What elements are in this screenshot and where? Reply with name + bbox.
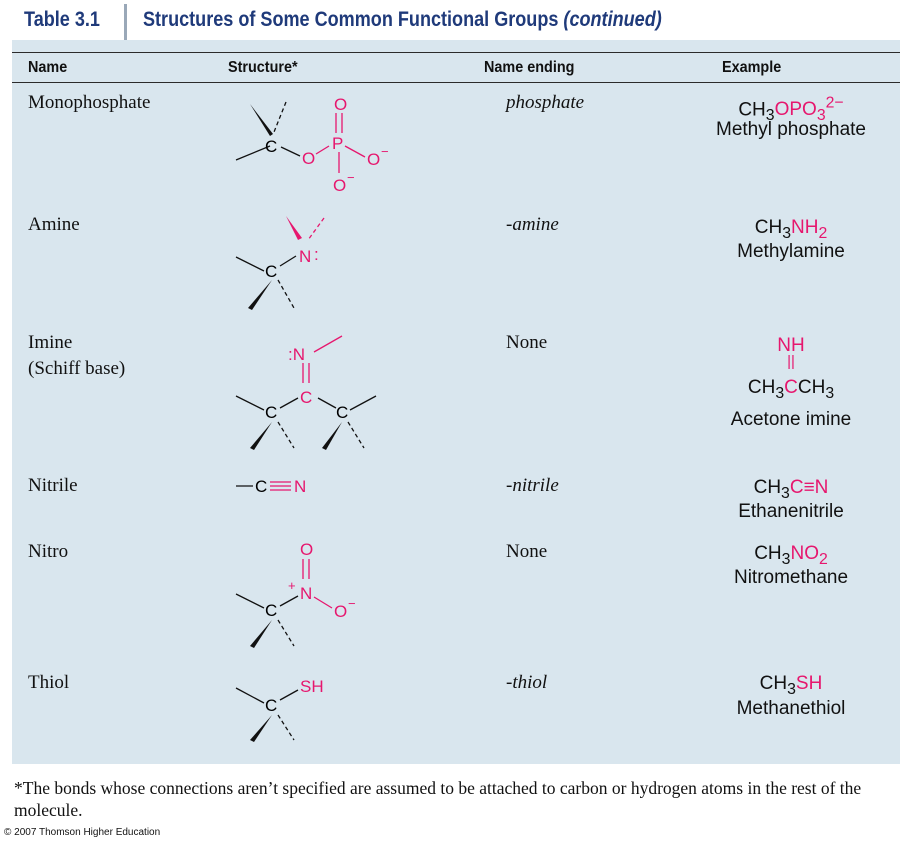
row-example-formula-imine: NH xyxy=(777,335,805,356)
table-title-bar: Table 3.1 Structures of Some Common Func… xyxy=(0,0,900,52)
row-example-formula-imine-bond: || xyxy=(787,353,795,370)
row-name-monophosphate: Monophosphate xyxy=(28,92,151,113)
column-header-name: Name xyxy=(28,59,68,76)
row-ending-thiol: -thiol xyxy=(506,672,548,693)
table-title-text: Structures of Some Common Functional Gro… xyxy=(143,8,559,31)
svg-text:O: O xyxy=(334,95,347,114)
svg-text:N: N xyxy=(300,584,312,603)
row-example-formula-amine: CH3NH2 xyxy=(754,217,828,242)
svg-text:C: C xyxy=(300,388,312,407)
imine-structure-diagram: :N C C C xyxy=(235,335,377,450)
column-header-ending: Name ending xyxy=(484,59,575,76)
svg-text:C: C xyxy=(265,137,277,156)
row-name-thiol: Thiol xyxy=(28,672,70,693)
svg-text:C: C xyxy=(255,477,267,496)
row-name-imine: Imine xyxy=(28,332,73,353)
copyright: © 2007 Thomson Higher Education xyxy=(4,827,161,838)
row-name-amine: Amine xyxy=(28,214,80,235)
header-bottom-rule xyxy=(12,82,900,83)
row-example-formula-monophosphate: CH3OPO32− xyxy=(738,95,844,125)
svg-text::: : xyxy=(314,245,319,264)
row-example-formula-nitrile: CH3C≡N xyxy=(753,477,829,502)
row-ending-nitro: None xyxy=(506,541,548,562)
svg-text:O: O xyxy=(333,176,346,195)
table-title-suffix: (continued) xyxy=(563,8,662,31)
row-example-name-nitro: Nitromethane xyxy=(733,567,849,588)
svg-text:O: O xyxy=(300,540,313,559)
row-example-formula-thiol: CH3SH xyxy=(759,673,823,698)
row-example-name-nitrile: Ethanenitrile xyxy=(738,501,844,522)
column-header-example: Example xyxy=(722,59,782,76)
row-example-formula-nitro: CH3NO2 xyxy=(754,543,828,568)
row-example-formula-imine-line2: CH3CCH3 xyxy=(747,377,835,402)
thiol-structure-diagram: SH C xyxy=(235,677,324,742)
row-ending-imine: None xyxy=(506,332,548,353)
monophosphate-structure-diagram: C O P O O − O − xyxy=(235,95,389,195)
footnote: *The bonds whose connections aren’t spec… xyxy=(14,778,862,820)
svg-text:N: N xyxy=(299,247,311,266)
row-ending-amine: -amine xyxy=(506,214,559,235)
svg-text:−: − xyxy=(347,170,355,185)
row-example-name-amine: Methylamine xyxy=(737,241,845,262)
amine-structure-diagram: N : C xyxy=(235,216,325,310)
row-ending-monophosphate: phosphate xyxy=(506,92,585,113)
svg-text:C: C xyxy=(336,403,348,422)
svg-text:O: O xyxy=(334,602,347,621)
row-example-name-imine: Acetone imine xyxy=(730,409,852,430)
nitrile-structure-diagram: C N xyxy=(236,477,306,496)
svg-text:C: C xyxy=(265,696,277,715)
table-panel xyxy=(12,40,900,764)
row-example-name-thiol: Methanethiol xyxy=(736,698,846,719)
svg-text:O: O xyxy=(367,150,380,169)
svg-text:+: + xyxy=(288,578,296,593)
row-name-nitro: Nitro xyxy=(28,541,69,562)
svg-text:SH: SH xyxy=(300,677,324,696)
nitro-structure-diagram: O + N O − C xyxy=(235,540,356,648)
table-number: Table 3.1 xyxy=(24,8,100,31)
header-top-rule xyxy=(12,52,900,53)
svg-text:P: P xyxy=(332,134,343,153)
svg-text:C: C xyxy=(265,262,277,281)
svg-text::N: :N xyxy=(288,345,305,364)
svg-text:−: − xyxy=(348,596,356,611)
svg-text:−: − xyxy=(381,144,389,159)
svg-text:O: O xyxy=(302,149,315,168)
svg-text:C: C xyxy=(265,403,277,422)
table-title: Structures of Some Common Functional Gro… xyxy=(143,8,662,32)
row-name-imine-line2: (Schiff base) xyxy=(28,358,126,379)
svg-text:C: C xyxy=(265,601,277,620)
svg-text:N: N xyxy=(294,477,306,496)
row-name-nitrile: Nitrile xyxy=(28,475,78,496)
row-example-name-monophosphate: Methyl phosphate xyxy=(716,119,866,140)
title-divider xyxy=(124,4,127,52)
column-header-structure: Structure* xyxy=(228,59,298,76)
row-ending-nitrile: -nitrile xyxy=(506,475,559,496)
